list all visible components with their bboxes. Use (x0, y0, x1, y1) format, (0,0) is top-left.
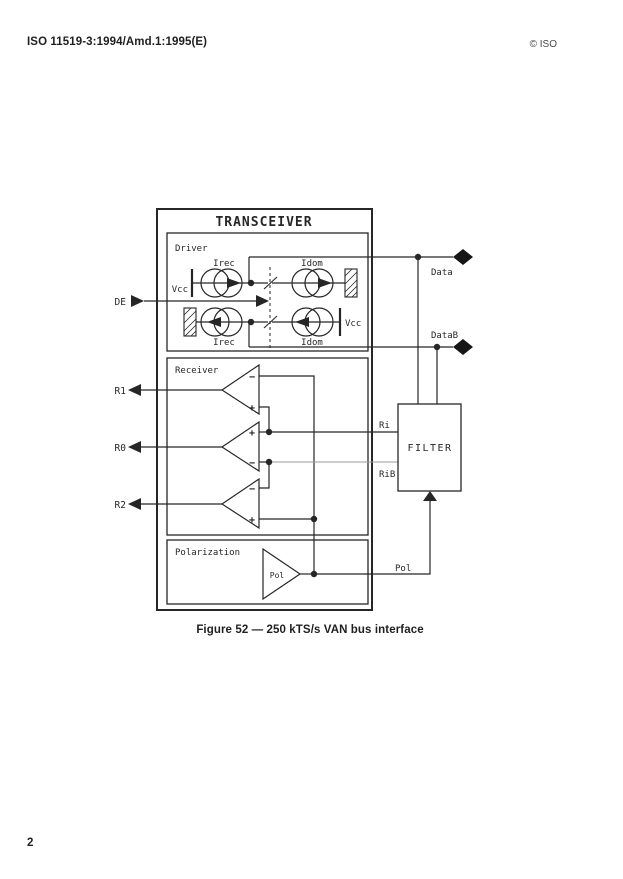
datab-bus-terminal-icon (453, 339, 473, 355)
current-source-idom-bottom (291, 307, 334, 337)
de-input-line (131, 295, 269, 307)
de-input-arrow-icon (131, 295, 144, 307)
opamp-r2-minus-sign: − (249, 484, 255, 495)
opamp-r1-plus-sign: + (249, 403, 255, 414)
driver-label: Driver (175, 244, 208, 254)
irec-bottom-label: Irec (213, 338, 235, 348)
current-source-irec-top (200, 268, 243, 298)
irec-top-label: Irec (213, 259, 235, 269)
load-resistor-bottom-icon (183, 307, 197, 337)
data-bus-wiring (248, 256, 453, 404)
current-arrow-left-icon (295, 317, 309, 327)
de-port-label: DE (115, 297, 127, 308)
r1-output-arrow-icon (128, 384, 141, 396)
vcc-label-bottom: Vcc (345, 319, 361, 329)
idom-bottom-label: Idom (301, 338, 323, 348)
de-switch-arrow-icon (256, 295, 269, 307)
figure-caption: Figure 52 — 250 kTS/s VAN bus interface (196, 624, 424, 636)
current-source-irec-bottom (200, 307, 243, 337)
junction-dot (433, 343, 441, 351)
current-arrow-left-icon (207, 317, 221, 327)
opamp-r1-minus-sign: − (249, 372, 255, 383)
junction-dot (247, 318, 255, 326)
opamp-r0-minus-sign: − (249, 458, 255, 469)
switch-control-line (263, 267, 278, 350)
junction-dot (310, 570, 318, 578)
r0-port-label: R0 (115, 443, 127, 454)
transceiver-box (156, 208, 373, 611)
current-arrow-right-icon (318, 278, 332, 288)
page-number: 2 (27, 837, 34, 849)
transceiver-title: TRANSCEIVER (215, 215, 312, 230)
idom-top-label: Idom (301, 259, 323, 269)
opamp-r2-plus-sign: + (249, 515, 255, 526)
load-resistor-top-icon (344, 268, 358, 298)
pol-amp-label: Pol (270, 571, 285, 580)
r0-output-arrow-icon (128, 441, 141, 453)
receiver-internal-wiring (259, 375, 398, 574)
polarization-label: Polarization (175, 548, 240, 558)
filter-label: FILTER (407, 443, 452, 454)
junction-dot (414, 253, 422, 261)
vcc-label-top: Vcc (172, 285, 188, 295)
data-bus-terminal-icon (453, 249, 473, 265)
pol-wiring (300, 500, 431, 575)
datab-port-label: DataB (431, 331, 458, 341)
driver-box (166, 232, 369, 352)
receiver-output-lines (141, 389, 222, 505)
pol-port-label: Pol (395, 564, 411, 574)
pol-to-filter-arrow-icon (423, 491, 437, 501)
header-standard-reference: ISO 11519-3:1994/Amd.1:1995(E) (27, 36, 208, 48)
junction-dot (247, 279, 255, 287)
switch-slash-bottom-icon (263, 315, 278, 329)
junction-dot (265, 458, 273, 466)
r2-port-label: R2 (115, 500, 126, 511)
rib-port-label: RiB (379, 470, 395, 480)
opamp-r0-icon (220, 420, 260, 473)
polarization-box (166, 539, 369, 605)
ri-port-label: Ri (379, 421, 390, 431)
opamp-r1-icon (220, 363, 260, 416)
current-arrow-right-icon (227, 278, 241, 288)
switch-slash-top-icon (263, 276, 278, 290)
header-copyright: © ISO (529, 39, 557, 50)
receiver-label: Receiver (175, 366, 219, 376)
junction-dot (265, 428, 273, 436)
opamp-r2-icon (220, 477, 260, 530)
junction-dot (310, 515, 318, 523)
pol-amplifier-icon (262, 547, 302, 601)
current-source-idom-top (291, 268, 334, 298)
r1-port-label: R1 (115, 386, 127, 397)
opamp-r0-plus-sign: + (249, 428, 255, 439)
data-port-label: Data (431, 268, 453, 278)
filter-box (397, 403, 462, 492)
r2-output-arrow-icon (128, 498, 141, 510)
